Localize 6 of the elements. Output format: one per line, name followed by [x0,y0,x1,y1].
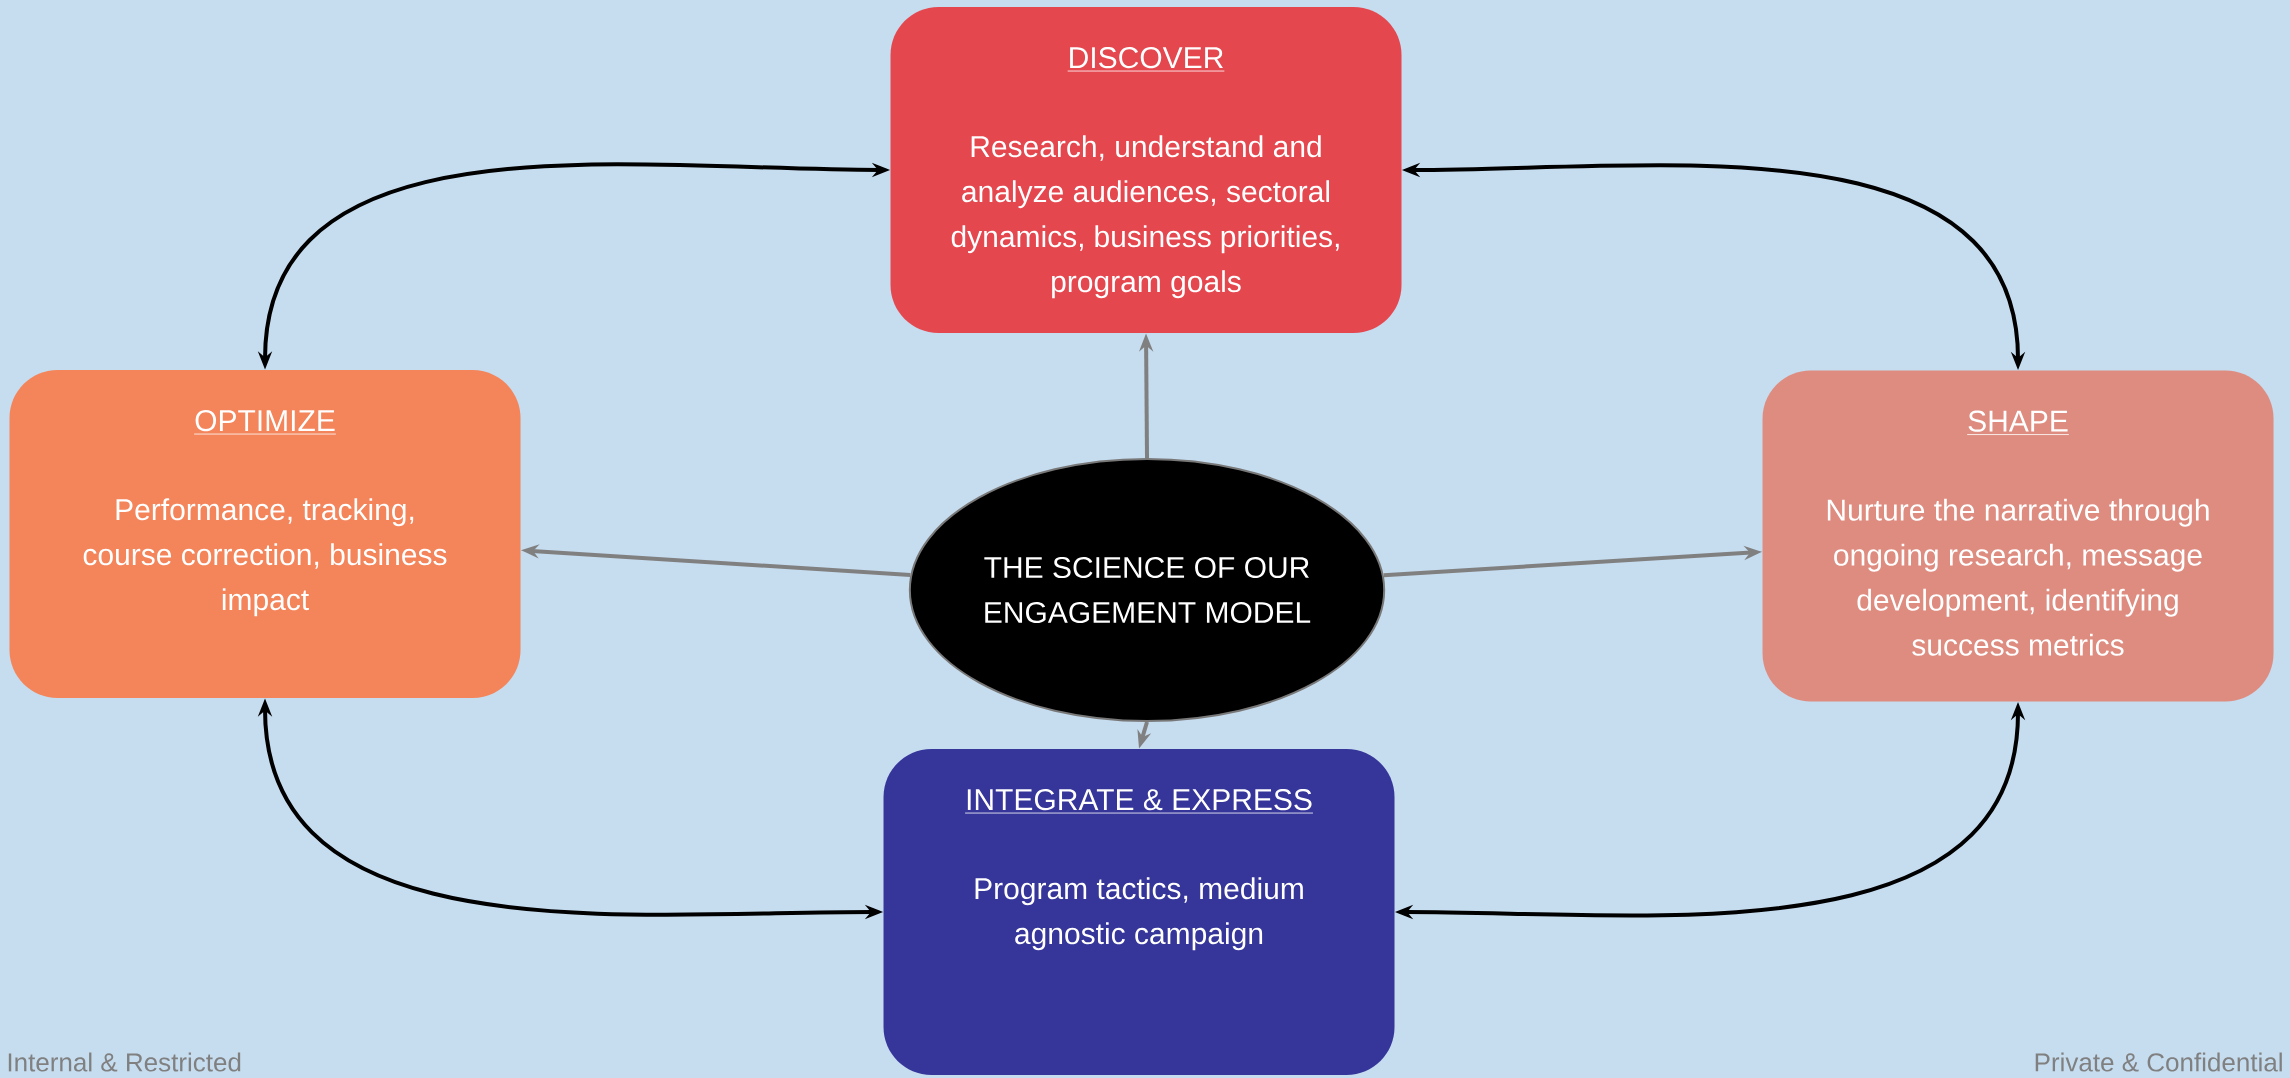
stage-box: INTEGRATE & EXPRESS Program tactics, medium agnostic campaign [883,749,1395,1075]
stage-box: OPTIMIZE Performance, tracking, course correction, business impact [9,370,521,698]
footer-note: Private & Confidential [2035,1052,2282,1072]
stage-box: SHAPE Nurture the narrative through ongoing research, message development, identifying success metrics [1762,370,2274,702]
stage-box: DISCOVER Research, understand and analyze audiences, sectoral dynamics, business priorities, program goals [890,7,1402,333]
footer-note: Internal & Restricted [8,1052,241,1072]
